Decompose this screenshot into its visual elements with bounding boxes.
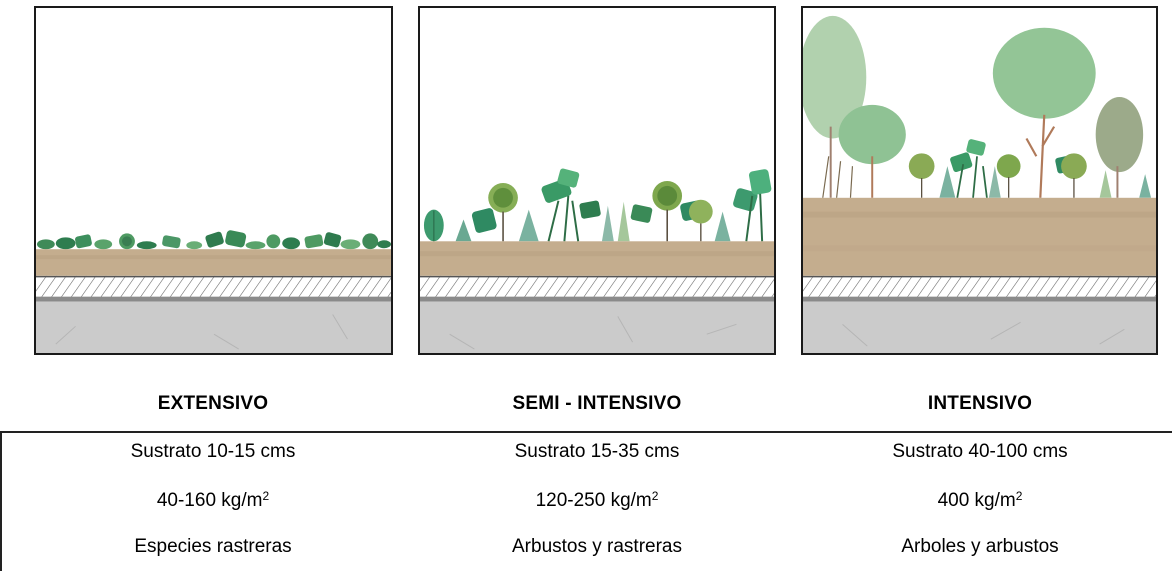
- vegetation-trees: [803, 15, 1152, 198]
- weight-exponent: 2: [262, 489, 270, 503]
- semi-intensive-vegetation: Arbustos y rastreras: [512, 536, 682, 557]
- column-title-semi-intensive: SEMI - INTENSIVO: [512, 393, 682, 414]
- extensive-substrate: Sustrato 10-15 cms: [130, 441, 296, 462]
- semi-intensive-weight: 120-250 kg/m2: [418, 490, 776, 512]
- concrete-slab: [420, 301, 774, 353]
- intensive-substrate: Sustrato 40-100 cms: [892, 441, 1068, 462]
- drainage-layer: [420, 275, 774, 298]
- weight-exponent: 2: [1015, 489, 1023, 503]
- table-left-border: [0, 431, 2, 571]
- column-title-extensive: EXTENSIVO: [157, 393, 269, 414]
- extensive-weight: 40-160 kg/m2: [34, 490, 392, 512]
- semi-intensive-substrate: Sustrato 15-35 cms: [514, 441, 680, 462]
- column-title-intensive: INTENSIVO: [927, 393, 1033, 414]
- weight-exponent: 2: [651, 489, 659, 503]
- intensive-vegetation: Arboles y arbustos: [901, 536, 1059, 557]
- substrate-layer: [36, 249, 391, 276]
- intensive-roof-illustration: [801, 6, 1158, 355]
- weight-value: 400 kg/m: [937, 490, 1016, 511]
- extensive-roof-illustration: [34, 6, 393, 355]
- extensive-vegetation: Especies rastreras: [134, 536, 292, 557]
- concrete-slab: [36, 301, 391, 353]
- vegetation-creeping: [36, 230, 391, 250]
- concrete-slab: [803, 301, 1156, 353]
- semi-intensive-roof-illustration: [418, 6, 776, 355]
- weight-value: 40-160 kg/m: [156, 490, 263, 511]
- substrate-layer: [420, 241, 774, 276]
- drainage-layer: [803, 275, 1156, 298]
- intensive-weight: 400 kg/m2: [801, 490, 1159, 512]
- drainage-layer: [36, 275, 391, 298]
- weight-value: 120-250 kg/m: [535, 490, 652, 511]
- table-top-border: [0, 431, 1172, 433]
- vegetation-shrubs: [423, 168, 772, 242]
- substrate-layer: [803, 197, 1156, 276]
